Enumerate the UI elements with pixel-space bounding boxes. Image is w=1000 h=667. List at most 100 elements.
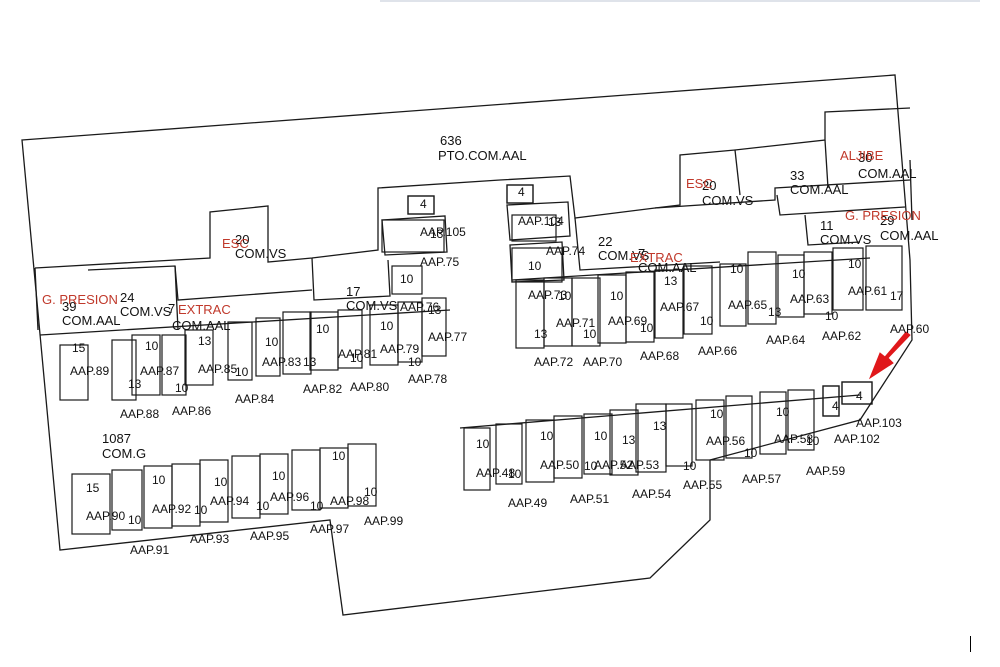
stall-box bbox=[583, 413, 613, 475]
stall-box bbox=[111, 469, 143, 531]
stall-label: AAP.77 bbox=[428, 330, 467, 344]
stall-box bbox=[347, 443, 377, 507]
stall-number: 10 bbox=[776, 405, 790, 419]
stall-label: AAP.84 bbox=[235, 392, 274, 406]
stall-label: AAP.51 bbox=[570, 492, 609, 506]
stall-label: AAP.70 bbox=[583, 355, 622, 369]
stall-label: AAP.97 bbox=[310, 522, 349, 536]
label-11: 11 bbox=[820, 218, 834, 233]
stall-label: AAP.93 bbox=[190, 532, 229, 546]
label-30-code: COM.AAL bbox=[858, 166, 917, 181]
stall-label: AAP.67 bbox=[660, 300, 699, 314]
stall-box bbox=[282, 311, 312, 375]
stall-box bbox=[381, 219, 445, 253]
stall-box bbox=[571, 277, 601, 347]
zone-labels: G. PRESION EXTRAC ESC EXTRAC ESC ALJIBE … bbox=[42, 148, 921, 317]
label-29: 29 bbox=[880, 213, 894, 228]
label-7b-code: COM.AAL bbox=[638, 260, 697, 275]
stall-box bbox=[695, 399, 725, 461]
stall-box bbox=[227, 321, 253, 381]
stall-number: 10 bbox=[700, 314, 714, 328]
stall-label: AAP.50 bbox=[540, 458, 579, 472]
stall-number: 10 bbox=[380, 319, 394, 333]
stall-label: AAP.88 bbox=[120, 407, 159, 421]
stall-number: 4 bbox=[832, 399, 839, 413]
stall-number: 13 bbox=[428, 303, 442, 317]
label-30: 30 bbox=[858, 150, 872, 165]
label-33-code: COM.AAL bbox=[790, 182, 849, 197]
label-20b: 20 bbox=[702, 178, 716, 193]
stall-box bbox=[609, 409, 639, 476]
stall-box bbox=[184, 329, 214, 386]
stall-box bbox=[463, 427, 491, 491]
stall-number: 10 bbox=[683, 459, 697, 473]
stall-number: 10 bbox=[476, 437, 490, 451]
stall-number: 10 bbox=[128, 513, 142, 527]
stall-box bbox=[495, 423, 523, 485]
stall-number: 10 bbox=[400, 272, 414, 286]
stall-number: 10 bbox=[825, 309, 839, 323]
stall-number: 10 bbox=[316, 322, 330, 336]
stall-label: AAP.95 bbox=[250, 529, 289, 543]
stall-box bbox=[759, 391, 787, 455]
stall-number: 10 bbox=[310, 499, 324, 513]
stall-label: AAP.60 bbox=[890, 322, 929, 336]
stall-box bbox=[391, 265, 423, 295]
stall-number: 10 bbox=[730, 262, 744, 276]
stall-number: 13 bbox=[653, 419, 667, 433]
zone-extrac-right: EXTRAC bbox=[630, 250, 683, 265]
label-39: 39 bbox=[62, 299, 76, 314]
stall-label: AAP.86 bbox=[172, 404, 211, 418]
stall-number: 10 bbox=[558, 289, 572, 303]
label-24: 24 bbox=[120, 290, 134, 305]
stall-label: AAP.57 bbox=[742, 472, 781, 486]
stall-label: AAP.90 bbox=[86, 509, 125, 523]
stall-label: AAP.99 bbox=[364, 514, 403, 528]
stall-label: AAP.81 bbox=[338, 347, 377, 361]
stall-label: AAP.65 bbox=[728, 298, 767, 312]
stall-number: 10 bbox=[152, 473, 166, 487]
stall-number: 10 bbox=[792, 267, 806, 281]
stall-box bbox=[506, 184, 534, 204]
stall-number: 13 bbox=[198, 334, 212, 348]
stall-label: AAP.102 bbox=[834, 432, 880, 446]
label-17-code: COM.VS bbox=[346, 298, 398, 313]
label-22-code: COM.VS bbox=[598, 248, 650, 263]
stall-number: 10 bbox=[194, 503, 208, 517]
stall-label: AAP.87 bbox=[140, 364, 179, 378]
stall-number: 15 bbox=[86, 481, 100, 495]
stall-box bbox=[747, 251, 777, 325]
stall-label: AAP.71 bbox=[556, 316, 595, 330]
stall-box bbox=[683, 265, 713, 335]
stall-number: 4 bbox=[518, 185, 525, 199]
stall-number: 10 bbox=[540, 429, 554, 443]
stall-number: 13 bbox=[303, 355, 317, 369]
stall-label: AAP.80 bbox=[350, 380, 389, 394]
stall-number: 10 bbox=[256, 499, 270, 513]
stall-number: 17 bbox=[890, 289, 904, 303]
stall-number: 10 bbox=[145, 339, 159, 353]
stall-number: 10 bbox=[528, 259, 542, 273]
stall-label: AAP.75 bbox=[420, 255, 459, 269]
stall-label: AAP.59 bbox=[806, 464, 845, 478]
stall-number: 13 bbox=[548, 215, 562, 229]
label-39-code: COM.AAL bbox=[62, 313, 121, 328]
stall-label: AAP.92 bbox=[152, 502, 191, 516]
stall-label: AAP.74 bbox=[546, 244, 585, 258]
comg-code: COM.G bbox=[102, 446, 146, 461]
stall-number: 10 bbox=[408, 355, 422, 369]
stall-number: 10 bbox=[350, 351, 364, 365]
red-arrow-icon bbox=[868, 331, 911, 380]
stall-box bbox=[787, 389, 815, 451]
stall-number: 13 bbox=[128, 377, 142, 391]
stall-box bbox=[511, 214, 557, 242]
label-33: 33 bbox=[790, 168, 804, 183]
pto-code: PTO.COM.AAL bbox=[438, 148, 527, 163]
stall-label: AAP.52 bbox=[594, 458, 633, 472]
stall-number: 13 bbox=[622, 433, 636, 447]
stall-box bbox=[597, 274, 627, 344]
stall-number: 10 bbox=[265, 335, 279, 349]
zone-g-presion-left: G. PRESION bbox=[42, 292, 118, 307]
stall-box bbox=[665, 403, 693, 467]
